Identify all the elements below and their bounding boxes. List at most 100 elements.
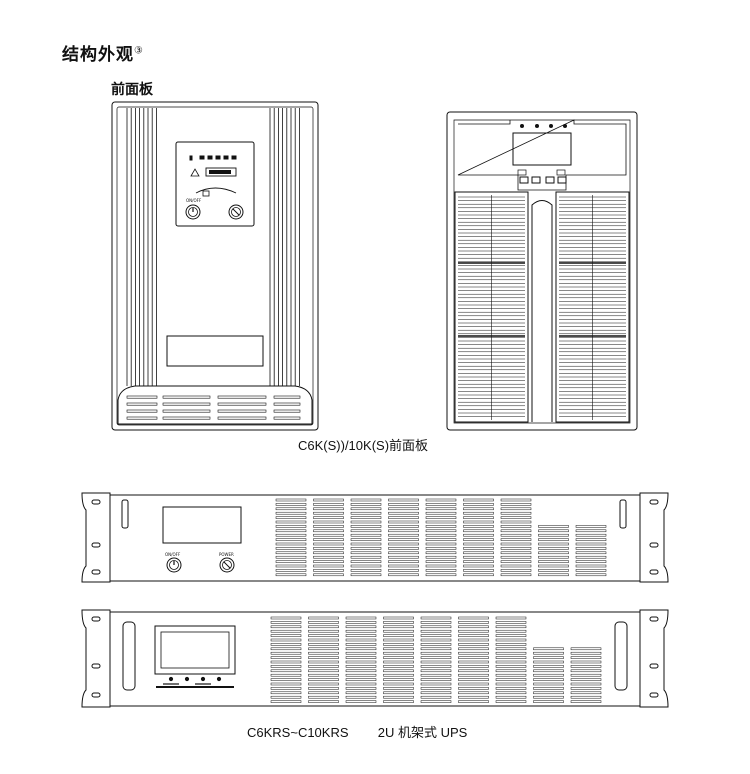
vent-slot: [463, 560, 494, 563]
rack1-right-ear: [639, 492, 669, 583]
vent-slot: [458, 625, 489, 629]
vent-slot: [313, 516, 344, 519]
vent-slot: [275, 538, 307, 541]
vent-slot: [463, 511, 494, 515]
vent-slot: [350, 498, 382, 502]
vent-slot: [575, 551, 607, 555]
vent-slot: [273, 395, 301, 399]
vent-slot: [570, 651, 602, 655]
vent-slot: [425, 538, 457, 541]
vent-slot: [350, 551, 382, 555]
vent-slot: [275, 525, 307, 528]
vent-slot: [270, 682, 302, 686]
rack2-body: [109, 611, 641, 707]
vent-slot: [538, 533, 569, 537]
vent-slot: [270, 695, 302, 699]
vent-slot: [275, 511, 307, 515]
tower-control-panel: [175, 141, 255, 227]
vent-slot: [308, 616, 339, 620]
vent-slot: [270, 687, 302, 690]
vent-slot: [313, 551, 344, 555]
rack1-onoff-button[interactable]: [166, 557, 182, 573]
vent-slot: [500, 542, 532, 546]
vent-slot: [533, 673, 564, 677]
vent-slot: [217, 402, 267, 406]
tower-power-button[interactable]: [185, 204, 201, 220]
tower-bottom-vent: [117, 385, 313, 425]
rack1-right-handle: [619, 499, 627, 529]
vent-slot: [383, 695, 414, 699]
vent-slot: [345, 665, 377, 668]
vent-slot: [270, 700, 302, 703]
vent-slot: [313, 503, 344, 506]
vent-slot: [420, 643, 452, 646]
vent-slot: [270, 647, 302, 651]
rack-caption-desc: 2U 机架式 UPS: [377, 725, 468, 740]
vent-slot: [500, 525, 532, 528]
section-heading: 结构外观③: [62, 40, 144, 65]
vent-slot: [350, 555, 382, 559]
rack1-vent-grid: [275, 498, 607, 577]
vent-slot: [275, 555, 307, 559]
grille-key-row: [519, 176, 567, 184]
rack2-key-row[interactable]: [156, 676, 234, 688]
vent-slot: [270, 634, 302, 637]
vent-slot: [458, 691, 489, 695]
vent-slot: [350, 533, 382, 537]
vent-slot: [500, 507, 532, 511]
rack1-power-button[interactable]: [219, 557, 235, 573]
vent-slot: [458, 634, 489, 637]
grille-outer-frame: [446, 111, 638, 431]
vent-slot: [270, 678, 302, 681]
battery-icon: [202, 190, 210, 197]
vent-slot: [275, 551, 307, 555]
vent-slot: [345, 691, 377, 695]
vent-slot: [500, 520, 532, 524]
vent-slot: [313, 498, 344, 502]
vent-slot: [308, 625, 339, 629]
vent-slot: [463, 542, 494, 546]
vent-slot: [345, 629, 377, 633]
vent-slot: [500, 503, 532, 506]
vent-slot: [458, 669, 489, 673]
vent-slot: [575, 525, 607, 528]
vent-slot: [495, 682, 527, 686]
vent-slot: [383, 616, 414, 620]
vent-slot: [500, 533, 532, 537]
tower-inner-frame: [116, 106, 314, 426]
vent-slot: [420, 691, 452, 695]
grille-top-bezel: [457, 119, 627, 191]
vent-slot: [270, 669, 302, 673]
vent-slot: [500, 516, 532, 519]
vent-slot: [350, 564, 382, 568]
tower-lower-panel: [166, 335, 264, 367]
vent-slot: [495, 629, 527, 633]
grille-lcd-screen: [512, 132, 572, 166]
vent-slot: [388, 529, 419, 533]
vent-slot: [313, 542, 344, 546]
vent-slot: [345, 647, 377, 651]
vent-slot: [425, 542, 457, 546]
vent-slot: [270, 638, 302, 642]
vent-slot: [217, 416, 267, 420]
vent-slot: [275, 507, 307, 511]
vent-slot: [270, 621, 302, 624]
vent-slot: [162, 416, 211, 420]
vent-slot: [420, 678, 452, 681]
vent-slot: [463, 498, 494, 502]
vent-slot: [500, 555, 532, 559]
tower-secondary-button[interactable]: [228, 204, 244, 220]
vent-slot: [420, 634, 452, 637]
vent-slot: [495, 647, 527, 651]
rack1-left-handle: [121, 499, 129, 529]
grille-left-panel: [454, 191, 529, 423]
vent-slot: [270, 651, 302, 655]
vent-slot: [383, 682, 414, 686]
vent-slot: [463, 507, 494, 511]
vent-slot: [350, 569, 382, 572]
vent-slot: [463, 525, 494, 528]
vent-slot: [217, 409, 267, 413]
vent-slot: [500, 569, 532, 572]
vent-slot: [458, 682, 489, 686]
vent-slot: [420, 687, 452, 690]
